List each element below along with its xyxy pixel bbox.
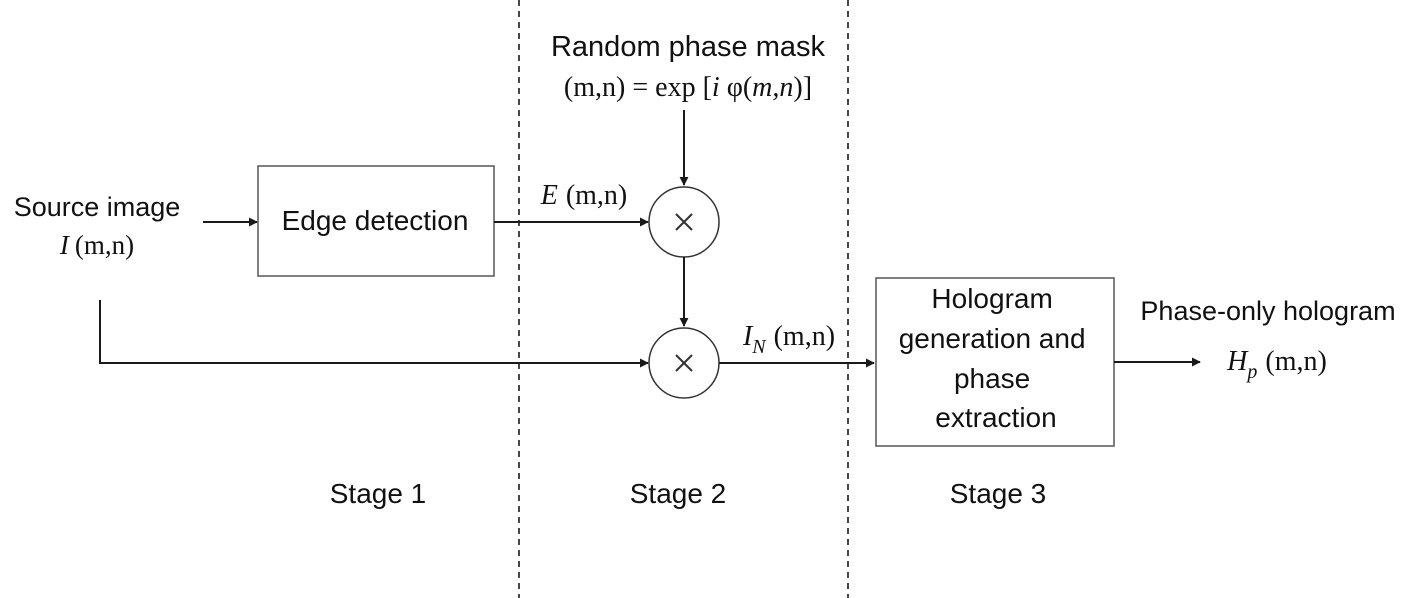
mask-formula-phi: φ(	[720, 72, 752, 103]
source-image-label: Source image	[14, 192, 181, 222]
hologram-box-line3: phase	[954, 363, 1030, 394]
random-phase-mask-formula: (m,n) = exp [i φ(m,n)]	[564, 72, 812, 103]
noisy-symbol-var: I	[742, 321, 754, 352]
mask-formula-mn: m,n	[752, 72, 793, 103]
hologram-box-line1: Hologram	[931, 283, 1052, 314]
hologram-box-line2: generation and	[899, 323, 1086, 354]
multiplier-bottom	[648, 327, 720, 399]
hologram-box-text: Hologram generation and phase extraction	[899, 283, 1094, 433]
random-phase-mask-label: Random phase mask	[551, 31, 826, 63]
output-symbol-sub: p	[1245, 361, 1257, 383]
noisy-symbol-args: (m,n)	[774, 321, 835, 352]
mask-formula-args: (m,n)	[564, 72, 625, 103]
edge-output-symbol: E (m,n)	[540, 180, 628, 211]
mask-formula-i: i	[712, 72, 720, 103]
source-image-symbol: I(m,n)	[59, 230, 134, 260]
phase-only-hologram-label: Phase-only hologram	[1140, 296, 1395, 326]
source-symbol-args: (m,n)	[75, 230, 134, 260]
stage-3-label: Stage 3	[950, 478, 1047, 509]
edge-detection-label: Edge detection	[282, 205, 469, 236]
mask-formula-close: )]	[793, 72, 812, 103]
stage-1-label: Stage 1	[330, 478, 427, 509]
edge-symbol-args: (m,n)	[566, 180, 627, 211]
edge-detection-box	[257, 165, 495, 277]
mask-formula-eq: = exp [	[625, 72, 712, 103]
hologram-box-line4: extraction	[935, 402, 1056, 433]
arrow-source-to-multiplier	[99, 300, 649, 368]
source-symbol-var: I	[59, 230, 71, 260]
output-symbol-var: H	[1226, 346, 1249, 377]
output-symbol-args: (m,n)	[1265, 346, 1326, 377]
noisy-symbol-sub: N	[751, 336, 767, 358]
phase-only-hologram-symbol: Hp (m,n)	[1226, 346, 1327, 383]
edge-symbol-var: E	[540, 180, 558, 211]
noisy-image-symbol: IN (m,n)	[742, 321, 835, 358]
multiplier-top	[648, 186, 720, 258]
hologram-generation-box	[875, 277, 1115, 447]
stage-2-label: Stage 2	[630, 478, 727, 509]
